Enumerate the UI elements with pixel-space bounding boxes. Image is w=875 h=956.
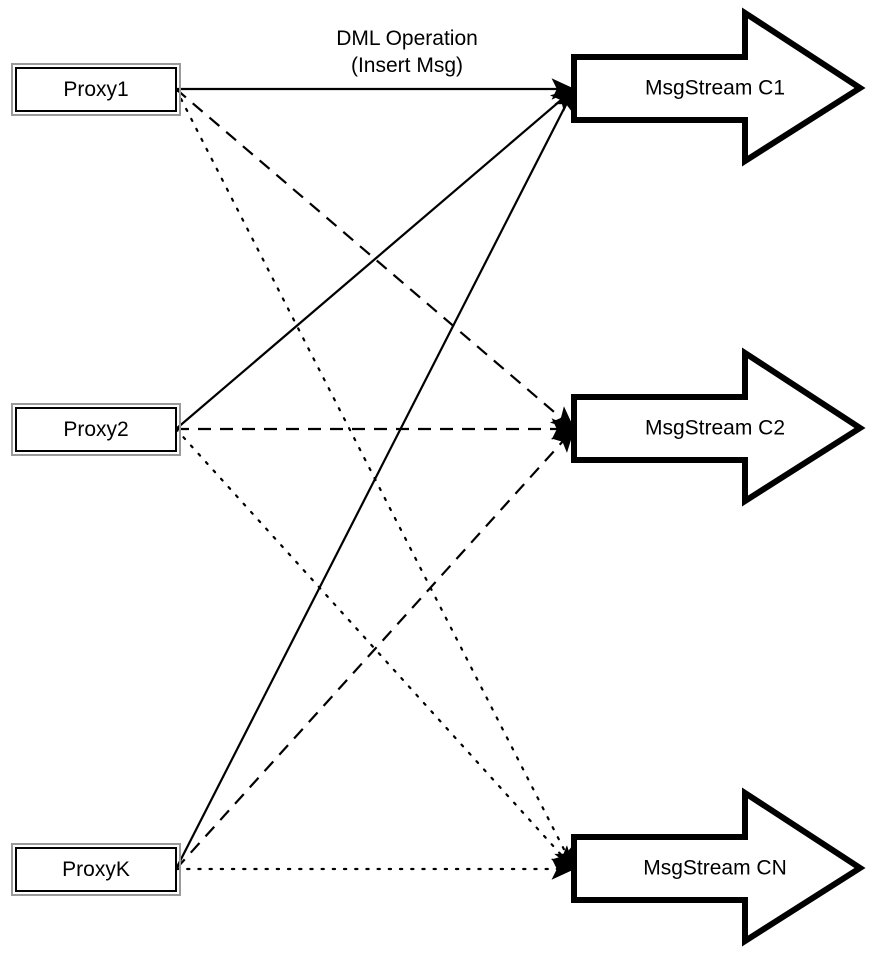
msgstream-arrow-shape [571,787,866,947]
proxy-box-outer-border [11,63,181,116]
msgstream-label: MsgStream CN [643,857,787,880]
connector-links-group [174,78,576,880]
msgstream-label: MsgStream C1 [645,77,785,100]
link-proxyk-to-c2 [175,428,575,870]
proxy-label: Proxy1 [63,78,128,101]
proxy-box-rect [15,847,177,892]
msgstream-node-stream_c1: MsgStream C1 [571,7,866,167]
proxy-label: Proxy2 [63,418,128,441]
link-proxyk-to-c1 [175,88,575,870]
dml-operation-caption-line2: (Insert Msg) [351,54,463,77]
msgstream-node-stream_c2: MsgStream C2 [571,347,866,507]
link-proxy2-to-cn [174,427,576,871]
proxy-node-proxy2: Proxy2 [11,403,181,456]
proxy-node-proxyk: ProxyK [11,843,181,896]
msgstream-arrow-shape [571,7,866,167]
proxy-box-rect [15,67,177,112]
dml-operation-caption-line1: DML Operation [336,27,478,50]
msgstream-nodes-group: MsgStream C1 MsgStream C2 MsgStream CN [571,7,866,947]
msgstream-label: MsgStream C2 [645,417,785,440]
msgstream-arrow-shape [571,347,866,507]
proxy-box-rect [15,407,177,452]
proxy-box-outer-border [11,403,181,456]
proxy-label: ProxyK [62,858,130,881]
proxy-node-proxy1: Proxy1 [11,63,181,116]
proxy-box-outer-border [11,843,181,896]
msgstream-node-stream_cn: MsgStream CN [571,787,866,947]
link-proxy2-to-c1 [175,88,575,430]
